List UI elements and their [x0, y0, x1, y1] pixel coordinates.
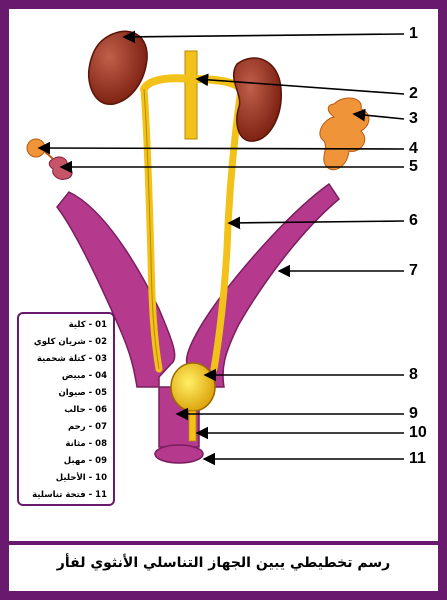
label-1: 1 [409, 25, 418, 42]
legend-number: 08 [95, 439, 107, 449]
legend-text: فتحة تناسلية [32, 490, 86, 500]
legend-number: 10 [95, 473, 107, 483]
legend-item: 11 - فتحة تناسلية [23, 490, 107, 507]
legend-item: 06 - حالب [23, 405, 107, 422]
label-11: 11 [409, 450, 426, 467]
legend-separator: - [85, 405, 96, 415]
legend-item: 03 - كتلة شحمية [23, 354, 107, 371]
legend-number: 01 [95, 320, 107, 330]
legend-number: 04 [95, 371, 107, 381]
legend-separator: - [85, 337, 96, 347]
legend-separator: - [85, 371, 96, 381]
aorta [140, 50, 245, 140]
diagram-caption: رسم تخطيطي يبين الجهاز التناسلي الأنثوي … [56, 555, 391, 571]
label-6: 6 [409, 212, 418, 229]
legend-item: 08 - مثانة [23, 439, 107, 456]
legend-text: كلية [68, 320, 86, 330]
legend-item: 10 - الأحليل [23, 473, 107, 490]
label-10: 10 [409, 424, 427, 441]
divider [9, 541, 438, 545]
label-5: 5 [409, 158, 418, 175]
legend-text: رحم [68, 422, 86, 432]
label-3: 3 [409, 110, 418, 127]
legend-item: 05 - صيوان [23, 388, 107, 405]
legend-text: مثانة [65, 439, 86, 449]
legend-item: 02 - شريان كلوي [23, 337, 107, 354]
legend-text: حالب [64, 405, 86, 415]
legend-number: 02 [95, 337, 107, 347]
label-7: 7 [409, 262, 418, 279]
label-2: 2 [409, 85, 418, 102]
legend-text: كتلة شحمية [36, 354, 86, 364]
legend-text: مبيض [61, 371, 86, 381]
uterus [56, 182, 340, 464]
legend-separator: - [85, 473, 96, 483]
left-kidney [87, 30, 148, 105]
legend-number: 07 [95, 422, 107, 432]
legend-text: صيوان [58, 388, 86, 398]
ureter [140, 85, 245, 373]
legend-separator: - [85, 439, 96, 449]
legend-text: مهبل [63, 456, 86, 466]
legend-item: 07 - رحم [23, 422, 107, 439]
fat-body [319, 97, 370, 171]
pointer-arrows [37, 30, 405, 466]
legend-separator: - [85, 354, 96, 364]
legend-item: 01 - كلية [23, 320, 107, 337]
legend-number: 06 [95, 405, 107, 415]
legend-number: 09 [95, 456, 107, 466]
legend-number: 05 [95, 388, 107, 398]
urethra [188, 410, 197, 442]
legend-separator: - [85, 320, 96, 330]
legend-separator: - [85, 456, 96, 466]
legend-number: 11 [95, 490, 107, 500]
legend-number: 03 [95, 354, 107, 364]
legend-separator: - [85, 388, 96, 398]
label-8: 8 [409, 366, 418, 383]
infundibulum [48, 156, 73, 180]
legend-text: شريان كلوي [33, 337, 86, 347]
label-9: 9 [409, 405, 418, 422]
right-kidney [232, 57, 282, 142]
mouse-reproductive-diagram: 1 2 3 4 5 6 7 8 9 10 11 [26, 25, 427, 467]
label-4: 4 [409, 140, 418, 157]
legend-item: 04 - مبيض [23, 371, 107, 388]
legend-text: الأحليل [55, 473, 86, 483]
legend-separator: - [85, 422, 96, 432]
legend-item: 09 - مهبل [23, 456, 107, 473]
bladder [170, 362, 216, 412]
legend-separator: - [85, 490, 96, 500]
